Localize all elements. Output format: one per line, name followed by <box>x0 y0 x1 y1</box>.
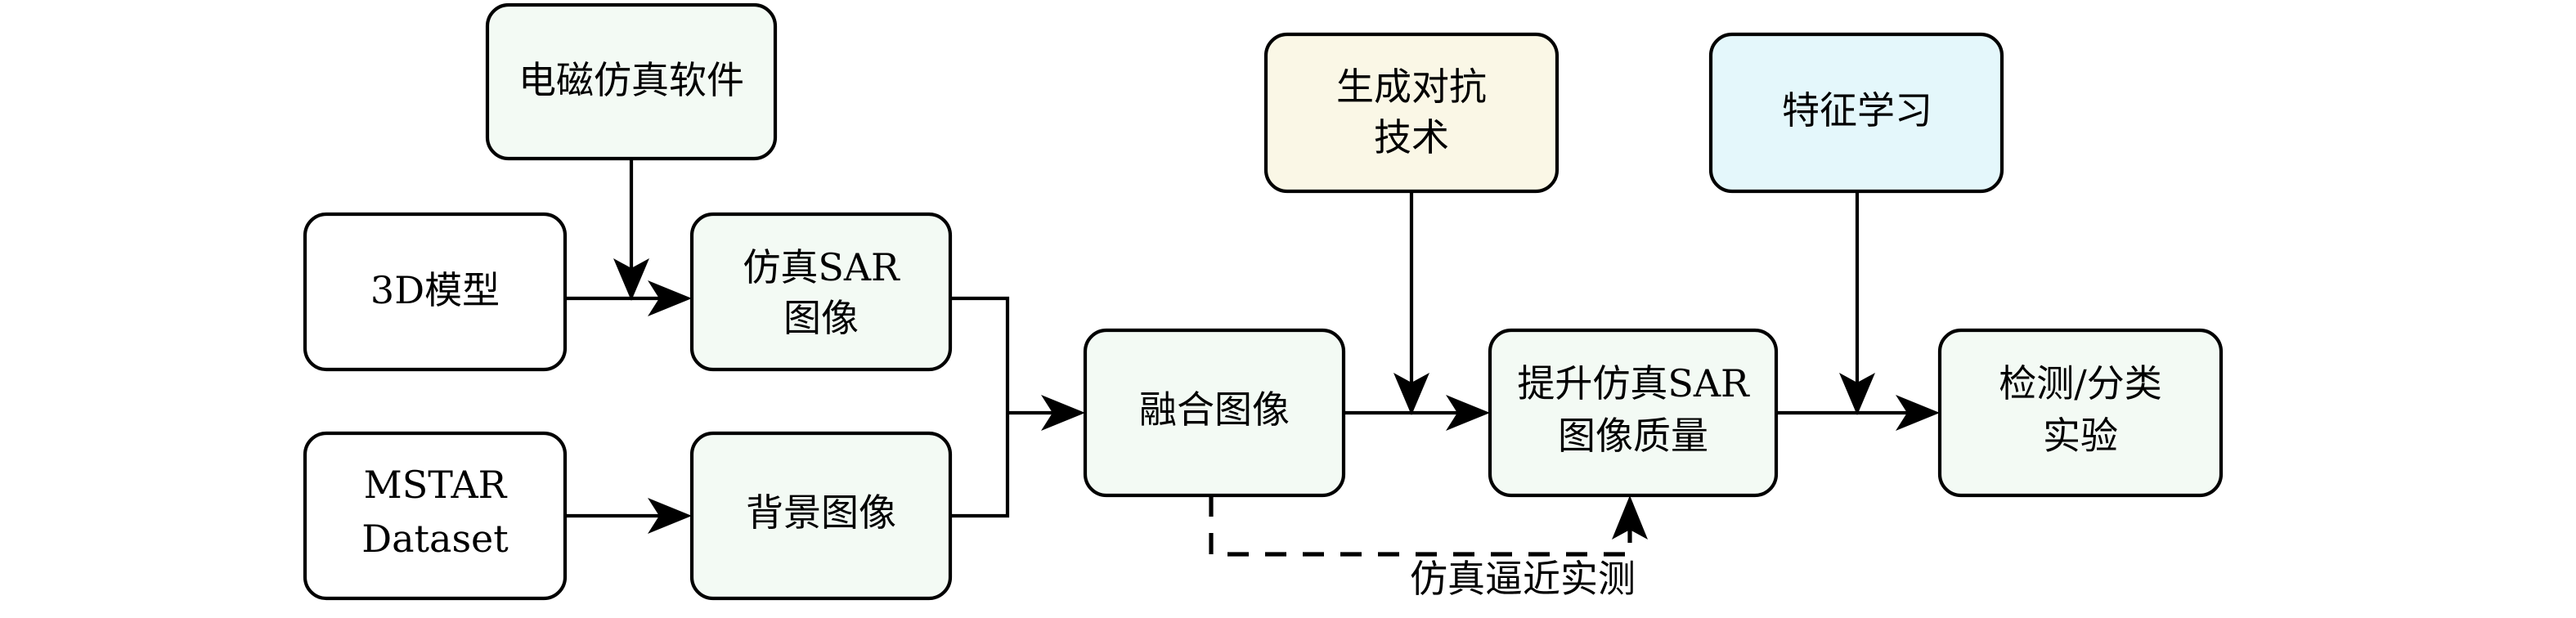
node-label-mstar-dataset-line2: Dataset <box>361 517 509 561</box>
edge-path-feedback-dashed <box>1209 495 1632 557</box>
node-label-3d-model: 3D模型 <box>370 268 500 312</box>
edge-label-feedback: 仿真逼近实测 <box>1410 557 1636 601</box>
node-label-mstar-dataset-line1: MSTAR <box>364 463 508 507</box>
node-label-sim-sar-image-line2: 图像 <box>783 296 859 340</box>
node-label-fused-image: 融合图像 <box>1139 387 1290 432</box>
edge-gan-to-enhance <box>1393 191 1429 415</box>
node-label-feature-learning: 特征学习 <box>1782 88 1932 132</box>
node-shape-sim-sar-image[interactable] <box>689 212 953 372</box>
node-enhance-sim-sar-quality[interactable]: 提升仿真SAR 图像质量 <box>1488 328 1779 498</box>
arrow-head-feature-learning-down <box>1839 373 1875 415</box>
edge-model-3d-to-sim-sar <box>565 280 692 316</box>
node-shape-enhance-sim-sar-quality[interactable] <box>1488 328 1779 498</box>
arrow-head-em-software-down <box>613 258 649 301</box>
arrow-head-mstar-to-background <box>648 498 692 534</box>
node-sim-sar-image[interactable]: 仿真SAR 图像 <box>689 212 953 372</box>
node-label-enhance-sim-sar-quality-line2: 图像质量 <box>1558 414 1708 458</box>
node-label-detection-classification-line2: 实验 <box>2043 414 2118 458</box>
edge-path-merge-bracket <box>950 296 1010 518</box>
node-shape-mstar-dataset[interactable] <box>303 431 568 601</box>
edge-feedback-sim-approx-measured: 仿真逼近实测 <box>1209 495 1648 601</box>
node-shape-feature-learning[interactable] <box>1708 32 2004 194</box>
node-label-gan-technology-line2: 技术 <box>1374 115 1449 159</box>
node-background-image[interactable]: 背景图像 <box>689 431 953 601</box>
node-shape-background-image[interactable] <box>689 431 953 601</box>
node-shape-3d-model[interactable] <box>303 212 568 372</box>
node-feature-learning[interactable]: 特征学习 <box>1708 32 2004 194</box>
edge-mstar-to-background <box>565 498 692 534</box>
node-mstar-dataset[interactable]: MSTAR Dataset <box>303 431 568 601</box>
node-shape-detection-classification-experiment[interactable] <box>1937 328 2224 498</box>
node-3d-model[interactable]: 3D模型 <box>303 212 568 372</box>
edge-enhance-to-detection <box>1776 395 1940 431</box>
arrow-head-merge-to-fused <box>1041 395 1085 431</box>
node-em-sim-software[interactable]: 电磁仿真软件 <box>485 2 778 161</box>
node-label-sim-sar-image-line1: 仿真SAR <box>743 245 900 289</box>
edge-merge-to-fused-image <box>950 296 1085 518</box>
edge-em-software-to-sim-sar <box>613 159 649 301</box>
edge-fused-to-enhance <box>1344 395 1490 431</box>
arrow-head-fused-to-enhance <box>1446 395 1490 431</box>
node-label-detection-classification-line1: 检测/分类 <box>1999 361 2162 405</box>
node-gan-technology[interactable]: 生成对抗 技术 <box>1263 32 1560 194</box>
node-detection-classification-experiment[interactable]: 检测/分类 实验 <box>1937 328 2224 498</box>
node-fused-image[interactable]: 融合图像 <box>1083 328 1346 498</box>
arrow-head-3d-to-sim-sar <box>648 280 692 316</box>
node-label-gan-technology-line1: 生成对抗 <box>1336 65 1487 109</box>
node-shape-fused-image[interactable] <box>1083 328 1346 498</box>
node-shape-gan-technology[interactable] <box>1263 32 1560 194</box>
edge-feature-learning-to-detection <box>1839 191 1875 415</box>
arrow-head-enhance-to-detection <box>1896 395 1940 431</box>
arrow-head-feedback-up <box>1612 495 1648 540</box>
node-shape-em-sim-software[interactable] <box>485 2 778 161</box>
node-label-em-sim-software: 电磁仿真软件 <box>518 58 744 102</box>
arrow-head-gan-down <box>1393 373 1429 415</box>
node-label-background-image: 背景图像 <box>746 490 896 535</box>
node-label-enhance-sim-sar-quality-line1: 提升仿真SAR <box>1517 361 1750 405</box>
